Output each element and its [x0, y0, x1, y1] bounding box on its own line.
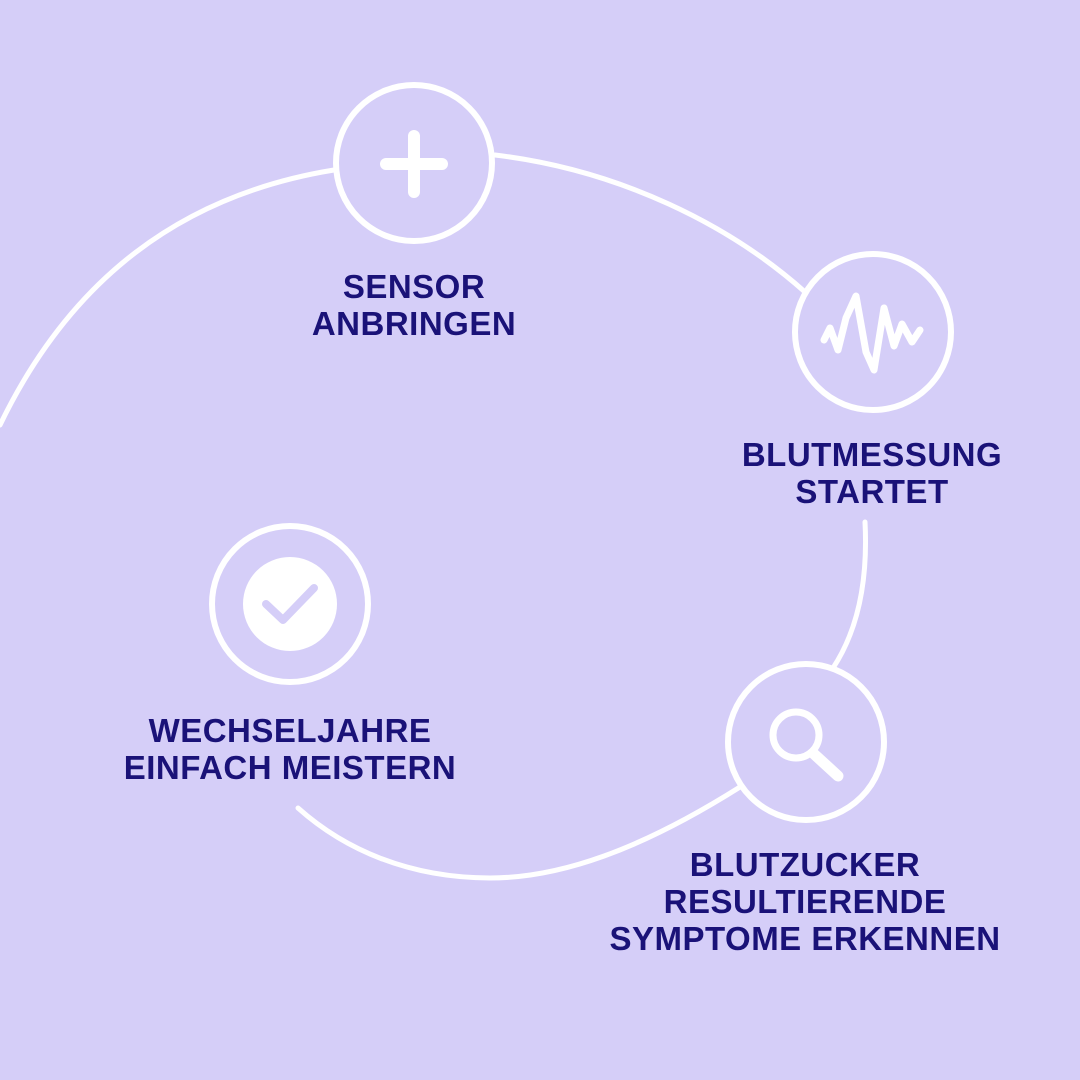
step-zucker-label: BLUTZUCKER RESULTIERENDE SYMPTOME ERKENN…: [590, 846, 1020, 957]
step-zucker-node: [725, 661, 887, 823]
step-wechsel-label-line: EINFACH MEISTERN: [123, 749, 457, 786]
step-zucker-label-line: BLUTZUCKER: [689, 846, 921, 883]
magnifier-icon: [769, 708, 844, 782]
step-wechsel-node: [209, 523, 371, 685]
step-sensor-label: SENSOR ANBRINGEN: [264, 268, 564, 342]
connector-blut-to-zucker: [830, 519, 868, 671]
step-blut-label-line: STARTET: [795, 473, 949, 510]
connector-zucker-to-wechsel: [295, 784, 743, 881]
step-wechsel-label-line: WECHSELJAHRE: [148, 712, 432, 749]
step-blut-label-line: BLUTMESSUNG: [741, 436, 1003, 473]
step-sensor-label-line: SENSOR: [342, 268, 486, 305]
step-blut-node: [792, 251, 954, 413]
waveform-icon: [820, 292, 924, 374]
check-icon: [262, 584, 318, 624]
connector-lines: [0, 152, 868, 881]
connector-left-arc: [0, 167, 337, 428]
check-icon-disc: [243, 557, 337, 651]
step-wechsel-label: WECHSELJAHRE EINFACH MEISTERN: [90, 712, 490, 786]
connector-sensor-to-blut: [492, 152, 808, 295]
step-sensor-node: [333, 82, 495, 244]
step-zucker-label-line: RESULTIERENDE: [663, 883, 947, 920]
step-sensor-label-line: ANBRINGEN: [311, 305, 517, 342]
step-zucker-label-line: SYMPTOME ERKENNEN: [609, 920, 1001, 957]
plus-icon: [380, 130, 448, 198]
step-blut-label: BLUTMESSUNG STARTET: [722, 436, 1022, 510]
